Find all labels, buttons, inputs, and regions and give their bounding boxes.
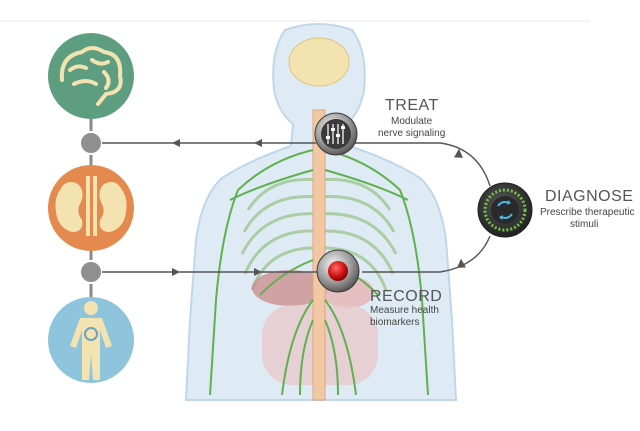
record-desc-line1: Measure health xyxy=(370,305,439,316)
record-desc-line2: biomarkers xyxy=(370,317,420,328)
diagnose-desc-line2: stimuli xyxy=(570,219,599,230)
diagnose-desc-line1: Prescribe therapeutic xyxy=(540,207,635,218)
connector-node-bottom xyxy=(79,260,103,284)
body-icon xyxy=(70,301,112,380)
record-signal-line xyxy=(102,268,318,276)
connector-node-top xyxy=(79,131,103,155)
kidney-node[interactable] xyxy=(48,165,134,251)
record-dot-icon xyxy=(328,261,348,281)
human-body-illustration xyxy=(184,23,458,401)
brain-node[interactable] xyxy=(48,33,134,119)
liver xyxy=(252,270,328,306)
treat-title: TREAT xyxy=(385,97,439,114)
spinal-cord xyxy=(312,109,326,401)
treat-desc-line1: Modulate xyxy=(391,116,433,127)
treat-signal-line xyxy=(102,139,316,147)
diagnose-title: DIAGNOSE xyxy=(545,188,634,205)
record-device[interactable] xyxy=(316,249,360,293)
diagnose-device[interactable] xyxy=(477,182,533,238)
head-brain xyxy=(288,37,350,87)
record-title: RECORD xyxy=(370,288,443,305)
body-node[interactable] xyxy=(48,297,134,383)
treat-device[interactable] xyxy=(314,112,358,156)
loop-arrow-bottom xyxy=(457,258,466,268)
kidney-icon xyxy=(55,176,127,236)
equalizer-icon xyxy=(327,124,344,144)
treat-desc-line2: nerve signaling xyxy=(378,128,446,139)
brain-icon xyxy=(59,46,123,106)
rib-cage xyxy=(240,177,398,291)
diagnose-loop xyxy=(355,142,491,273)
loop-arrow-top xyxy=(454,148,463,158)
